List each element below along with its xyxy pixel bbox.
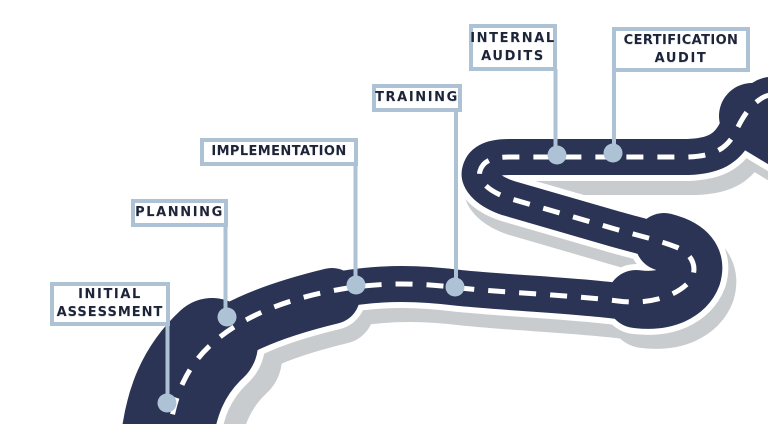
- milestone-dot-planning: [217, 307, 237, 327]
- milestone-label: IMPLEMENTATION: [211, 144, 347, 159]
- milestone-dot-training: [445, 277, 465, 297]
- milestone-label: ASSESSMENT: [56, 305, 164, 320]
- milestone-label: AUDITS: [481, 48, 545, 64]
- milestone-dot-initial-assessment: [157, 393, 177, 413]
- milestone-dot-internal-audits: [547, 145, 567, 165]
- milestone-box-implementation: IMPLEMENTATION: [200, 138, 358, 166]
- milestone-label: INTERNAL: [470, 30, 556, 46]
- milestone-label: PLANNING: [135, 205, 224, 220]
- milestone-label: TRAINING: [375, 90, 459, 105]
- milestone-box-internal-audits: INTERNAL AUDITS: [469, 24, 557, 71]
- milestone-connectors: [165, 69, 616, 403]
- milestone-dot-implementation: [346, 275, 366, 295]
- milestone-box-training: TRAINING: [372, 84, 462, 112]
- milestone-dot-certification-audit: [603, 143, 623, 163]
- milestone-dots: [157, 143, 623, 413]
- milestone-box-initial-assessment: INITIAL ASSESSMENT: [50, 282, 170, 326]
- milestone-label: CERTIFICATION: [623, 32, 739, 48]
- milestone-label: AUDIT: [654, 50, 708, 66]
- milestone-box-certification-audit: CERTIFICATION AUDIT: [612, 27, 750, 72]
- milestone-box-planning: PLANNING: [131, 199, 228, 227]
- milestone-label: INITIAL: [78, 287, 142, 302]
- road-center-line: [168, 92, 768, 424]
